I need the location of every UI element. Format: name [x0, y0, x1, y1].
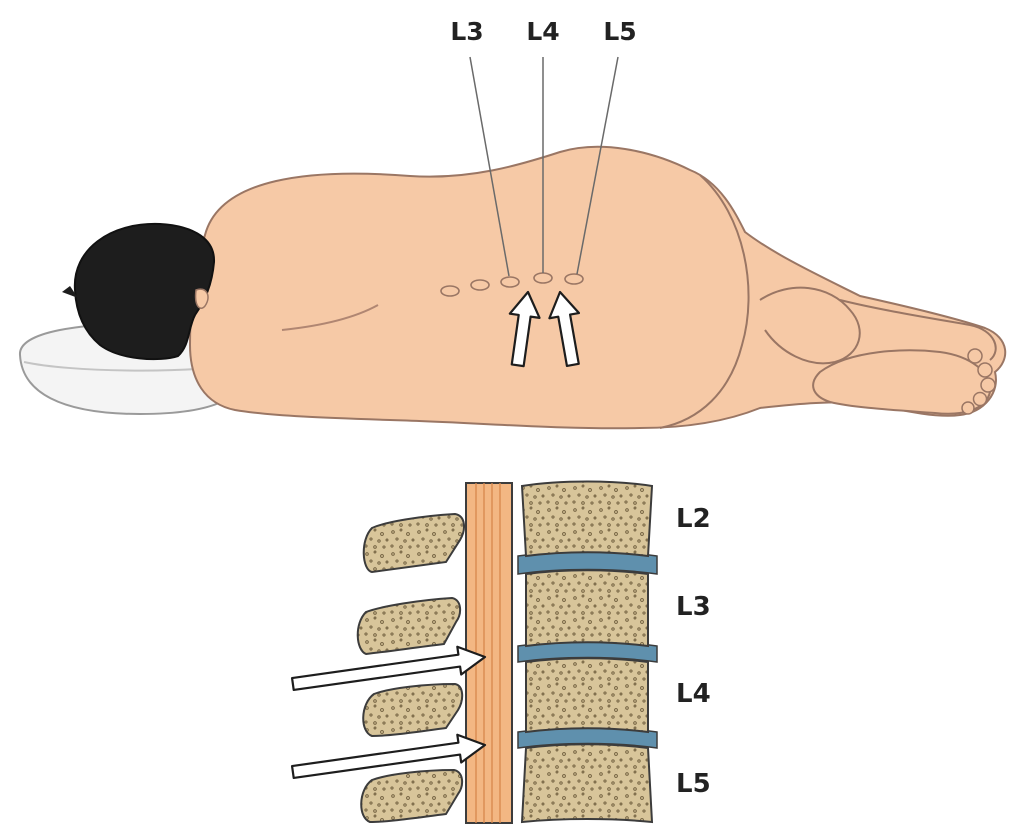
spine-label-l4: L4	[676, 679, 711, 709]
spine-label-l3: L3	[676, 592, 711, 622]
vertebral-body-l3	[526, 570, 648, 646]
label-l3: L3	[450, 17, 483, 46]
vertebral-body-l5	[522, 744, 652, 822]
spine-label-l2: L2	[676, 504, 711, 534]
spine-diagram: L2 L3 L4 L5	[291, 482, 711, 824]
spinous-process	[361, 770, 462, 822]
spinous-process	[364, 514, 464, 572]
vertebral-body-l2	[522, 482, 652, 557]
spinous-process	[358, 598, 460, 654]
spine-label-l5: L5	[676, 769, 711, 799]
label-l5: L5	[603, 17, 636, 46]
spinous-process	[363, 684, 462, 736]
label-l4: L4	[526, 17, 559, 46]
vertebral-body-l4	[526, 658, 648, 732]
